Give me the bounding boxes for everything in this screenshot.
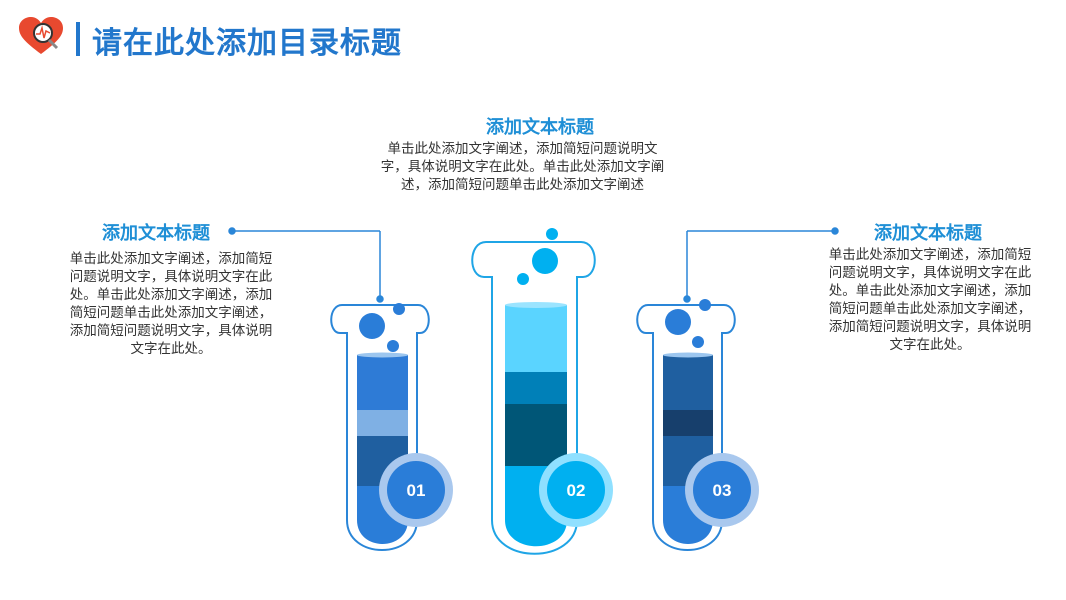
connector-right — [683, 227, 839, 303]
number-label: 02 — [567, 481, 586, 500]
page-title: 请在此处添加目录标题 — [92, 26, 402, 61]
test-tube-3: 03 — [636, 299, 759, 551]
number-label: 03 — [713, 481, 732, 500]
heart-magnifier-icon — [17, 16, 65, 60]
item-3-heading: 添加文本标题 — [874, 223, 982, 244]
item-2-body: 单击此处添加文字阐述，添加简短问题说明文字，具体说明文字在此处。单击此处添加文字… — [380, 141, 665, 193]
number-label: 01 — [407, 481, 426, 500]
test-tube-2: 02 — [471, 228, 613, 555]
item-1-body: 单击此处添加文字阐述，添加简短问题说明文字，具体说明文字在此处。单击此处添加文字… — [69, 251, 273, 357]
test-tube-1: 01 — [330, 303, 453, 551]
item-3-body: 单击此处添加文字阐述，添加简短问题说明文字，具体说明文字在此处。单击此处添加文字… — [828, 247, 1032, 353]
title-accent-bar — [76, 22, 80, 56]
connector-left — [228, 227, 384, 303]
item-1-heading: 添加文本标题 — [102, 223, 210, 244]
item-2-heading: 添加文本标题 — [486, 117, 594, 138]
